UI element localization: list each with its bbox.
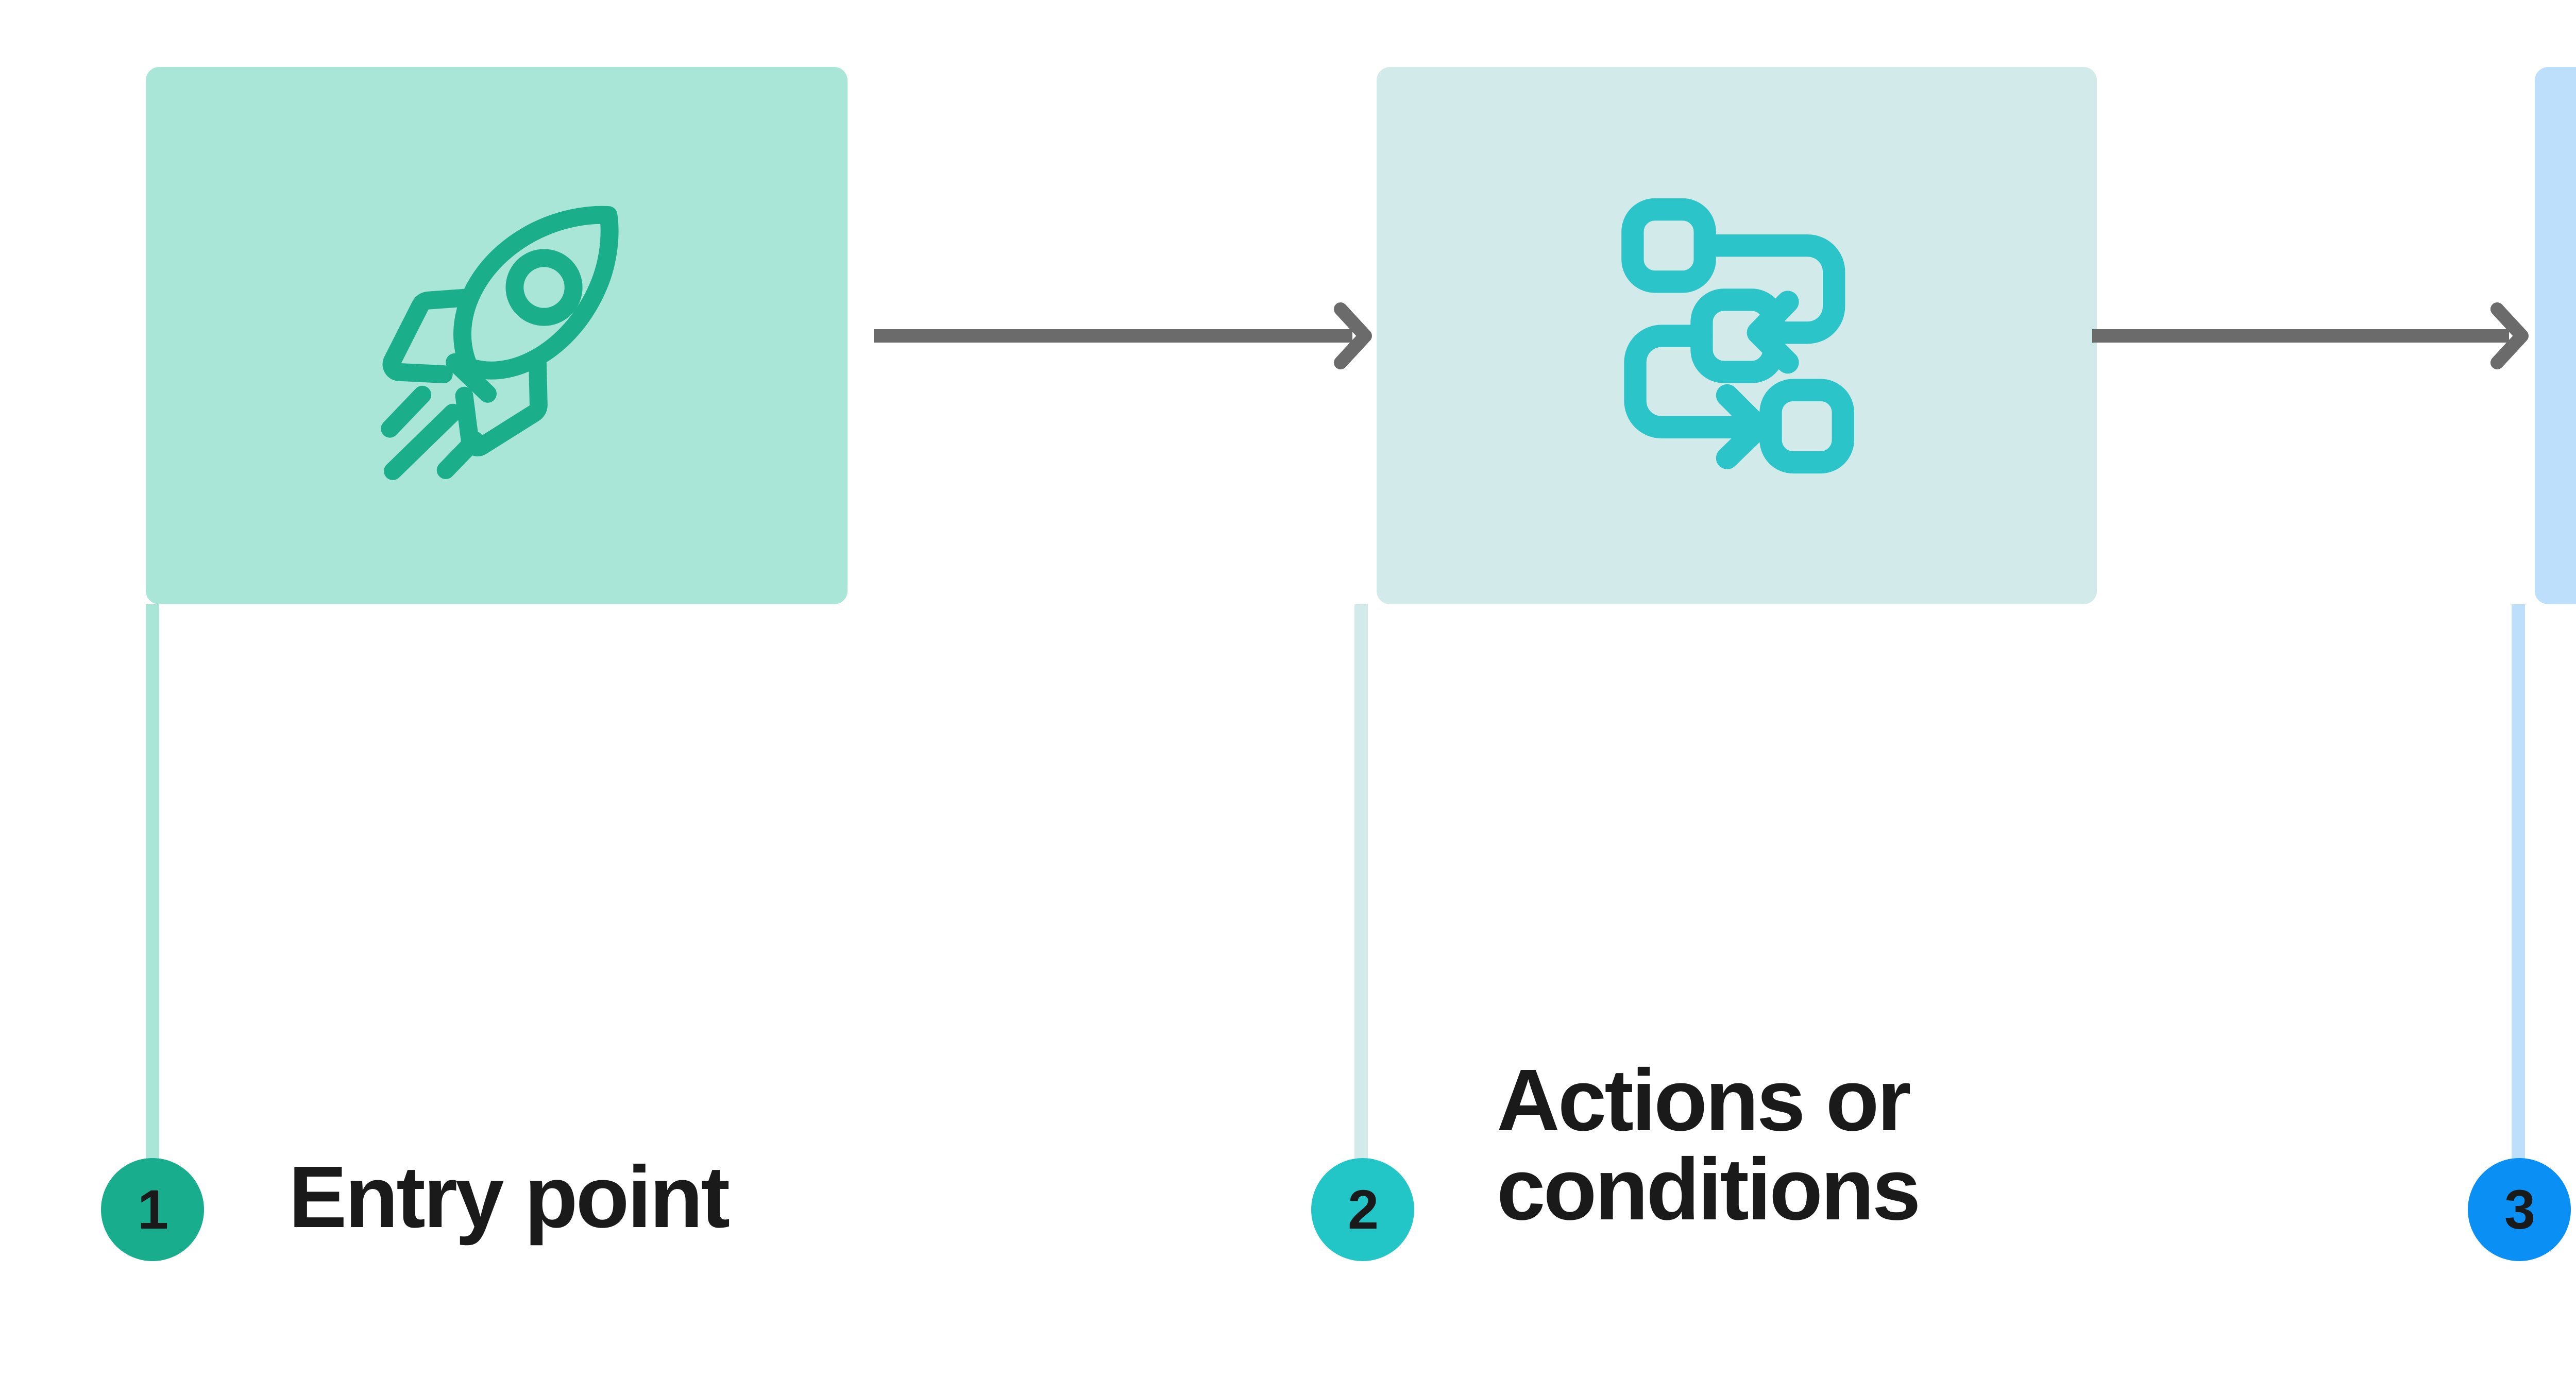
step-3-number-badge: 3 [2468,1158,2571,1261]
step-2-number-badge: 2 [1311,1158,1414,1261]
workflow-branch-icon [1567,166,1907,506]
step-2-label: Actions or conditions [1497,1051,1921,1239]
step-2-connector-stem [1354,604,1368,1210]
step-1-label: Entry point [289,1148,730,1246]
step-1-number-badge: 1 [101,1158,204,1261]
rocket-icon [337,176,656,496]
step-2-icon-tile [1377,67,2097,604]
arrow-step-2-to-3 [2089,295,2532,377]
step-3-icon-tile [2535,67,2576,604]
arrow-step-1-to-2 [871,295,1376,377]
step-1-icon-tile [146,67,848,604]
step-1-connector-stem [146,604,159,1210]
step-3-connector-stem [2512,604,2525,1210]
